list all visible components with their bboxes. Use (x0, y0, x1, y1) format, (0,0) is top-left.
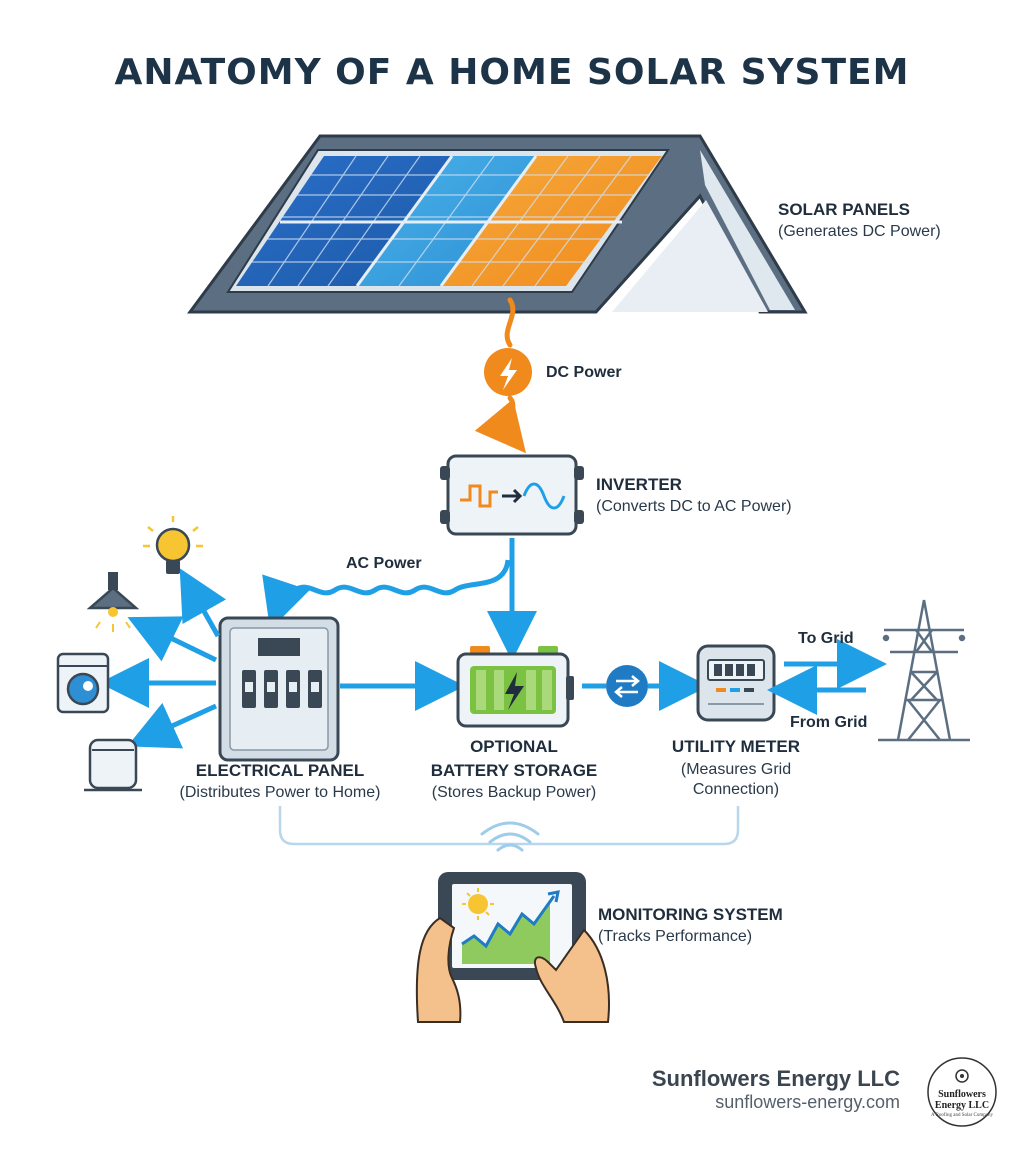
solar-panels-label: SOLAR PANELS (778, 200, 910, 219)
sun-icon (462, 888, 494, 920)
from-grid-label: From Grid (790, 714, 867, 731)
inverter-graphic (440, 454, 584, 536)
solar-panels-desc: (Generates DC Power) (778, 223, 941, 240)
ceiling-lamp-icon (86, 572, 140, 632)
electrical-panel-label: ELECTRICAL PANEL (196, 761, 364, 780)
svg-text:A Roofing and Solar Company: A Roofing and Solar Company (931, 1113, 993, 1118)
monitoring-desc: (Tracks Performance) (598, 928, 752, 945)
monitoring-tablet-graphic (415, 872, 610, 1023)
light-bulb-icon (143, 516, 203, 574)
washing-machine-icon (56, 652, 110, 714)
inverter-label: INVERTER (596, 475, 682, 494)
utility-meter-label: UTILITY METER (672, 737, 800, 756)
inverter-desc: (Converts DC to AC Power) (596, 498, 792, 515)
electrical-panel-desc: (Distributes Power to Home) (180, 784, 381, 801)
svg-text:Energy LLC: Energy LLC (935, 1100, 989, 1111)
dc-power-label: DC Power (546, 364, 622, 381)
utility-meter-desc-line2: Connection) (693, 781, 779, 798)
svg-text:Sunflowers: Sunflowers (938, 1089, 986, 1100)
page-title: ANATOMY OF A HOME SOLAR SYSTEM (115, 52, 910, 93)
utility-meter-desc-line1: (Measures Grid (681, 761, 791, 778)
battery-label-line2: BATTERY STORAGE (431, 761, 598, 780)
battery-graphic (456, 646, 574, 728)
monitoring-connection (278, 806, 740, 846)
appliance-icon (84, 738, 142, 792)
solar-panels-graphic (187, 134, 808, 314)
ac-power-label: AC Power (346, 555, 422, 572)
growth-chart-icon (461, 890, 560, 964)
brand-name: Sunflowers Energy LLC (652, 1066, 900, 1091)
power-tower-icon (878, 599, 970, 742)
utility-meter-graphic (696, 644, 776, 722)
brand-seal-logo: Sunflowers Energy LLC A Roofing and Sola… (927, 1057, 997, 1127)
wifi-signal-icon (480, 821, 540, 852)
to-grid-label: To Grid (798, 630, 854, 647)
battery-label-line1: OPTIONAL (470, 737, 558, 756)
distribution-arrows (99, 568, 227, 749)
ac-to-panel-flow (262, 559, 511, 630)
electrical-panel-graphic (218, 616, 340, 762)
battery-desc: (Stores Backup Power) (432, 784, 597, 801)
monitoring-label: MONITORING SYSTEM (598, 905, 783, 924)
dc-power-flow (507, 297, 513, 434)
sync-arrows-icon (606, 665, 648, 707)
brand-url: sunflowers-energy.com (715, 1092, 900, 1112)
